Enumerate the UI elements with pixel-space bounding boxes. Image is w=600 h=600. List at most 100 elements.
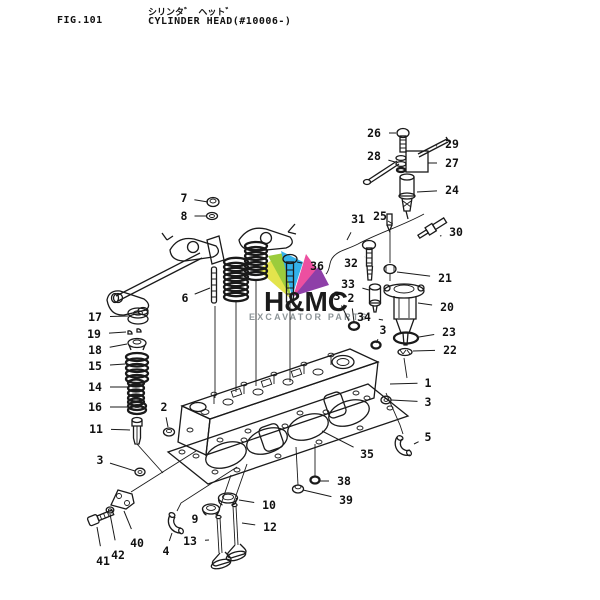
valve-keepers	[127, 328, 142, 335]
callout-leader-40	[123, 510, 132, 530]
callout-label-19: 19	[87, 327, 101, 341]
holder-bolt	[361, 239, 377, 281]
callout-leader-33	[362, 287, 370, 291]
callout-label-22: 22	[443, 343, 457, 357]
callout-label-3: 3	[334, 289, 341, 303]
callout-label-27: 27	[445, 156, 459, 170]
callout-leader-20	[417, 302, 433, 306]
callout-leader-3	[375, 338, 379, 344]
head-front-ports	[186, 390, 360, 452]
engine-valve	[225, 463, 248, 562]
callout-label-11: 11	[89, 422, 103, 436]
callout-leader-4	[168, 532, 173, 542]
callout-label-39: 39	[339, 493, 353, 507]
callout-label-33: 33	[341, 277, 355, 291]
holder-sleeve	[368, 283, 382, 313]
lifting-bracket	[110, 450, 197, 510]
callout-label-25: 25	[373, 209, 387, 223]
watermark-brand: H&MC	[264, 286, 348, 317]
callout-label-16: 16	[88, 400, 102, 414]
spring-seat	[126, 400, 148, 416]
spacer-block	[405, 150, 429, 173]
figure-number: FIG.101	[57, 15, 103, 26]
rocker-shaft	[110, 252, 203, 304]
nut	[206, 196, 220, 208]
callout-leader-17	[109, 315, 129, 317]
hose-elbow	[167, 466, 238, 535]
watermark-subtitle: EXCAVATOR PARTS	[249, 312, 369, 322]
washer-stack	[395, 154, 407, 174]
rocker-arm	[161, 232, 220, 262]
callout-leader-12	[241, 522, 256, 526]
valve-spring-inner	[126, 378, 146, 407]
callout-leader-25	[387, 220, 393, 225]
callout-leader-3	[341, 305, 350, 322]
callout-leader-23	[418, 334, 435, 338]
stud	[295, 444, 316, 486]
callout-label-3: 3	[380, 323, 387, 337]
callout-label-35: 35	[360, 447, 374, 461]
callout-label-2: 2	[348, 291, 355, 305]
gland-nut	[383, 263, 397, 281]
callout-leader-2	[351, 308, 355, 323]
nut	[370, 340, 382, 350]
valve-stem-seal	[201, 503, 221, 516]
washer	[205, 211, 219, 221]
callout-label-2: 2	[161, 400, 168, 414]
callout-label-40: 40	[130, 536, 144, 550]
callout-label-17: 17	[88, 310, 102, 324]
callout-label-4: 4	[163, 544, 170, 558]
callout-leader-35	[321, 430, 354, 448]
callout-label-8: 8	[181, 209, 188, 223]
callout-label-7: 7	[181, 191, 188, 205]
callout-leader-5	[413, 441, 419, 445]
nut	[162, 427, 176, 437]
rocker-pedestal	[206, 235, 225, 265]
callout-label-1: 1	[425, 376, 432, 390]
o-ring-small	[397, 347, 413, 357]
title-english: CYLINDER HEAD(#10006-)	[148, 16, 292, 27]
callout-leader-42	[109, 513, 116, 541]
callout-label-9: 9	[192, 512, 199, 526]
callout-leader-2	[165, 417, 169, 428]
cylinder-head	[177, 348, 380, 456]
callout-label-26: 26	[367, 126, 381, 140]
callout-label-12: 12	[263, 520, 277, 534]
valve-spring-outer	[124, 351, 150, 385]
callout-label-28: 28	[367, 149, 381, 163]
nut	[309, 475, 321, 485]
callout-label-5: 5	[425, 430, 432, 444]
callout-leader-36	[296, 261, 303, 264]
injector	[398, 173, 416, 220]
hose-elbow	[385, 392, 413, 457]
callout-label-41: 41	[96, 554, 110, 568]
callout-leader-19	[108, 331, 127, 334]
injector-clamp-bolt	[396, 127, 410, 153]
callout-label-29: 29	[445, 137, 459, 151]
callout-leader-31	[346, 232, 352, 241]
injector-nozzle-tip	[386, 213, 393, 263]
callout-label-18: 18	[88, 343, 102, 357]
callout-leader-3	[109, 462, 136, 472]
engine-valve	[210, 474, 232, 570]
valve-guide	[131, 416, 164, 474]
o-ring	[134, 467, 146, 477]
valve-seat-insert	[217, 492, 239, 506]
callout-leader-28	[388, 159, 396, 163]
callout-label-20: 20	[440, 300, 454, 314]
callout-label-32: 32	[344, 256, 358, 270]
nut	[347, 321, 361, 331]
washer	[105, 506, 115, 514]
callout-label-24: 24	[445, 183, 459, 197]
callout-label-3: 3	[97, 453, 104, 467]
callout-label-6: 6	[182, 291, 189, 305]
flanged-nut	[291, 484, 305, 494]
callout-leader-6	[194, 287, 211, 295]
callout-label-10: 10	[262, 498, 276, 512]
callout-label-34: 34	[357, 310, 371, 324]
callout-leader-39	[302, 489, 332, 498]
callout-leader-15	[109, 363, 126, 366]
callout-label-31: 31	[351, 212, 365, 226]
